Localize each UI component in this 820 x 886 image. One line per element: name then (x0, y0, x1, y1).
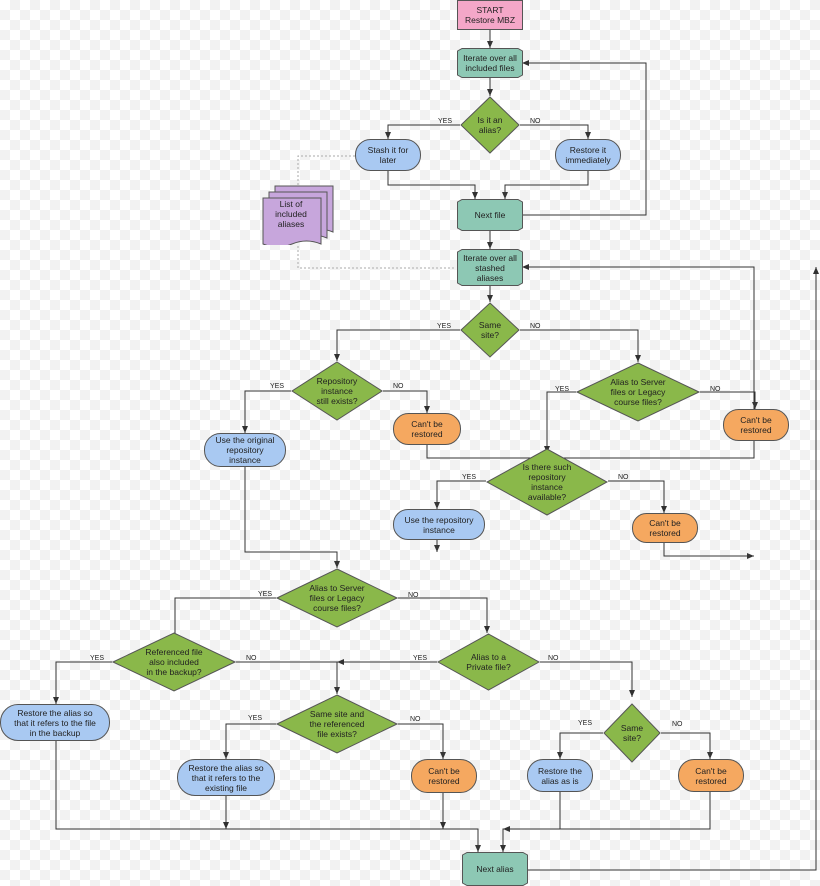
edge-label-yes: YES (270, 383, 285, 390)
cant-restore-node-5: Can't be restored (678, 759, 744, 792)
use-original-repository-node: Use the original repository instance (204, 433, 286, 467)
next-file-node: Next file (457, 199, 523, 231)
edge-label-yes: YES (258, 591, 273, 598)
use-repository-node: Use the repository instance (393, 509, 485, 540)
node-label: Restore the alias so that it refers to t… (188, 762, 264, 793)
cant-restore-node-4: Can't be restored (411, 759, 477, 793)
cant-restore-node-2: Can't be restored (723, 409, 789, 441)
start-node: START Restore MBZ (457, 0, 523, 30)
edge-label-no: NO (618, 474, 629, 481)
edge-label-yes: YES (555, 386, 570, 393)
edge-label-no: NO (530, 118, 541, 125)
edge-label-yes: YES (438, 118, 453, 125)
restore-immediately-node: Restore it immediately (555, 139, 621, 171)
node-label: Can't be restored (428, 766, 460, 786)
edge-label-no: NO (246, 655, 257, 662)
node-label: Iterate over all included files (463, 53, 517, 73)
repository-available-decision: Is there such repository instance availa… (486, 448, 608, 516)
edge-label-no: NO (410, 716, 421, 723)
referenced-file-decision: Referenced file also included in the bac… (112, 632, 236, 692)
node-label: Can't be restored (649, 518, 681, 538)
node-label: Is there such repository instance availa… (522, 462, 572, 502)
node-label: Restore the alias as is (538, 765, 582, 786)
same-site-decision-2: Same site? (603, 703, 661, 763)
node-label: Restore the alias so that it refers to t… (14, 707, 96, 738)
node-label: Restore it immediately (565, 145, 611, 165)
cant-restore-node-1: Can't be restored (393, 413, 461, 445)
iterate-stashed-node: Iterate over all stashed aliases (457, 249, 523, 286)
edge-label-yes: YES (437, 323, 452, 330)
node-label: Same site? (478, 320, 502, 340)
server-files-decision-2: Alias to Server files or Legacy course f… (276, 568, 398, 628)
node-label: Can't be restored (740, 415, 772, 435)
node-label: Referenced file also included in the bac… (145, 647, 203, 677)
node-label: Use the original repository instance (215, 435, 275, 465)
node-label: Next file (474, 210, 506, 220)
restore-alias-as-is-node: Restore the alias as is (527, 759, 593, 792)
restore-alias-backup-node: Restore the alias so that it refers to t… (0, 704, 110, 741)
repository-exists-decision: Repository instance still exists? (291, 361, 383, 421)
edge-label-yes: YES (90, 655, 105, 662)
node-label: Alias to Server files or Legacy course f… (309, 583, 365, 613)
edge-label-no: NO (408, 592, 419, 599)
node-label: Next alias (476, 864, 514, 874)
node-label: Use the repository instance (404, 514, 474, 535)
same-site-decision: Same site? (460, 302, 520, 358)
is-alias-decision: Is it an alias? (460, 96, 520, 154)
private-file-decision: Alias to a Private file? (437, 633, 540, 691)
node-label: Can't be restored (411, 419, 443, 439)
edge-label-no: NO (393, 383, 404, 390)
iterate-files-node: Iterate over all included files (457, 48, 523, 78)
next-alias-node: Next alias (462, 852, 528, 886)
server-files-decision-1: Alias to Server files or Legacy course f… (576, 362, 700, 422)
node-label: Alias to a Private file? (466, 652, 511, 672)
node-label: Alias to Server files or Legacy course f… (610, 377, 666, 407)
edge-label-yes: YES (578, 720, 593, 727)
same-site-referenced-decision: Same site and the referenced file exists… (276, 694, 398, 754)
cant-restore-node-3: Can't be restored (632, 513, 698, 543)
edge-label-no: NO (548, 655, 559, 662)
node-label: Can't be restored (695, 765, 727, 786)
node-label: List of included aliases (275, 199, 307, 229)
node-label: START Restore MBZ (464, 5, 516, 25)
included-aliases-document: List of included aliases (262, 185, 334, 245)
edge-label-no: NO (530, 323, 541, 330)
node-label: Iterate over all stashed aliases (463, 252, 517, 283)
node-label: Is it an alias? (477, 115, 503, 135)
restore-alias-existing-node: Restore the alias so that it refers to t… (177, 759, 275, 796)
edge-label-no: NO (710, 386, 721, 393)
edge-label-yes: YES (462, 474, 477, 481)
stash-node: Stash it for later (355, 139, 421, 171)
node-label: Same site? (620, 723, 644, 743)
node-label: Stash it for later (367, 145, 409, 165)
edge-label-no: NO (672, 721, 683, 728)
edge-label-yes: YES (248, 715, 263, 722)
edge-label-yes: YES (413, 655, 428, 662)
node-label: Same site and the referenced file exists… (309, 709, 365, 739)
node-label: Repository instance still exists? (316, 376, 358, 406)
